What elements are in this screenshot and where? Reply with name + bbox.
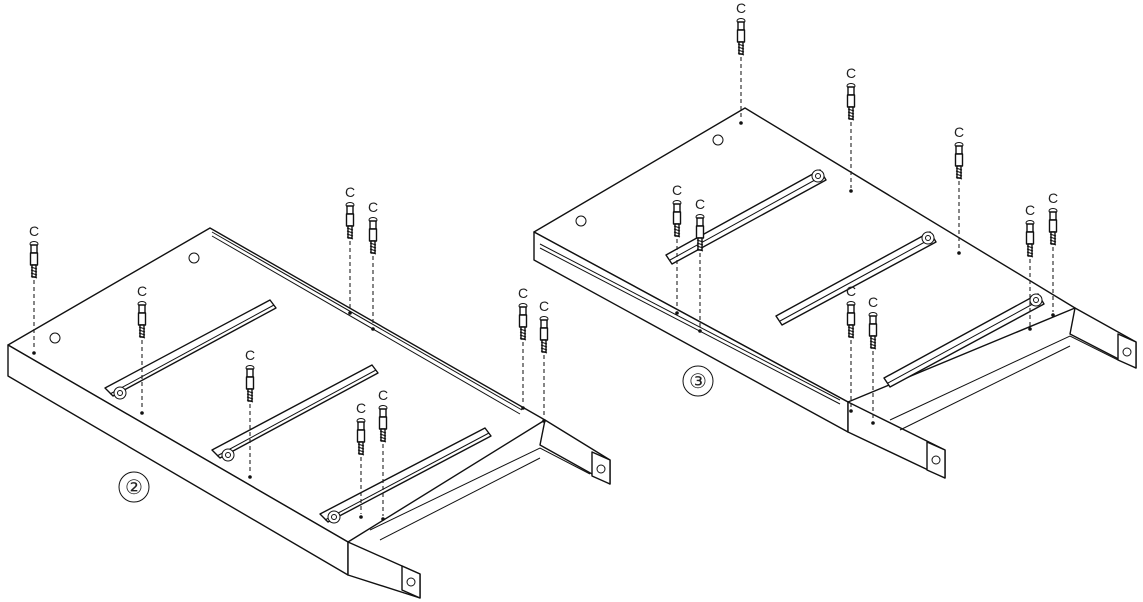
fastener-label: C	[539, 298, 549, 314]
cam-bolt-c: C	[345, 184, 355, 315]
panel-groove	[211, 231, 523, 411]
cam-bolt-c: C	[356, 400, 366, 519]
frame-rail-inner	[899, 345, 1071, 431]
fastener-label: C	[954, 124, 964, 140]
drawer-slide	[211, 364, 379, 462]
fastener-label: C	[29, 223, 39, 239]
fastener-label: C	[1025, 202, 1035, 218]
cam-bolt-c: C	[1025, 202, 1035, 331]
panel-groove	[539, 243, 841, 401]
cam-bolt-c: C	[672, 182, 682, 315]
fastener-label: C	[356, 400, 366, 416]
cam-bolt-c: C	[518, 285, 528, 410]
fastener-label: C	[368, 199, 378, 215]
step-3-number: ③	[689, 371, 707, 393]
fastener-label: C	[868, 294, 878, 310]
cam-hole	[712, 134, 724, 146]
fastener-label: C	[695, 196, 705, 212]
step-2-badge	[118, 471, 150, 503]
drawer-slide	[883, 293, 1045, 388]
panel-groove	[539, 247, 841, 405]
fastener-label: C	[137, 283, 147, 299]
cam-hole	[49, 332, 61, 344]
panel-groove	[211, 235, 521, 415]
fastener-label: C	[846, 65, 856, 81]
cam-bolt-c: C	[954, 124, 964, 255]
cam-bolt-c: C	[736, 0, 746, 125]
cam-bolt-c: C	[368, 199, 378, 331]
fastener-label: C	[1048, 190, 1058, 206]
cam-bolt-c: C	[868, 294, 878, 425]
step-2-number: ②	[125, 477, 143, 499]
step-3-badge	[682, 365, 714, 397]
cam-hole	[188, 252, 200, 264]
fastener-label: C	[672, 182, 682, 198]
rear-leg-hole	[1122, 347, 1132, 357]
fastener-label: C	[518, 285, 528, 301]
cam-bolt-c: C	[846, 65, 856, 193]
cam-bolt-c: C	[1048, 190, 1058, 317]
cam-bolt-c: C	[539, 298, 549, 423]
fastener-label: C	[378, 387, 388, 403]
frame-rail	[369, 447, 591, 531]
drawer-slide	[319, 427, 492, 524]
rear-leg-hole	[596, 464, 606, 474]
fastener-label: C	[345, 184, 355, 200]
step-3-assembly: ③	[533, 107, 1137, 479]
front-leg-hole	[406, 577, 416, 587]
fastener-label: C	[245, 347, 255, 363]
cam-bolt-c: C	[245, 347, 255, 479]
frame-rail-inner	[379, 457, 541, 541]
drawer-slide	[775, 231, 937, 326]
cam-bolt-c: C	[29, 223, 39, 355]
front-leg-hole	[931, 455, 941, 465]
cam-bolt-c: C	[695, 196, 705, 333]
step-2-assembly: ②	[7, 227, 611, 599]
cam-bolt-c: C	[846, 283, 856, 413]
cam-bolt-c: C	[137, 283, 147, 415]
cam-hole	[575, 215, 587, 227]
fastener-label: C	[736, 0, 746, 16]
panel-top-face	[7, 227, 546, 543]
fastener-label: C	[846, 283, 856, 299]
frame-rail	[889, 335, 1119, 421]
panel-top-face	[533, 107, 1076, 403]
drawer-slide	[104, 299, 277, 400]
drawer-slide	[665, 169, 827, 265]
cam-bolt-c: C	[378, 387, 388, 521]
